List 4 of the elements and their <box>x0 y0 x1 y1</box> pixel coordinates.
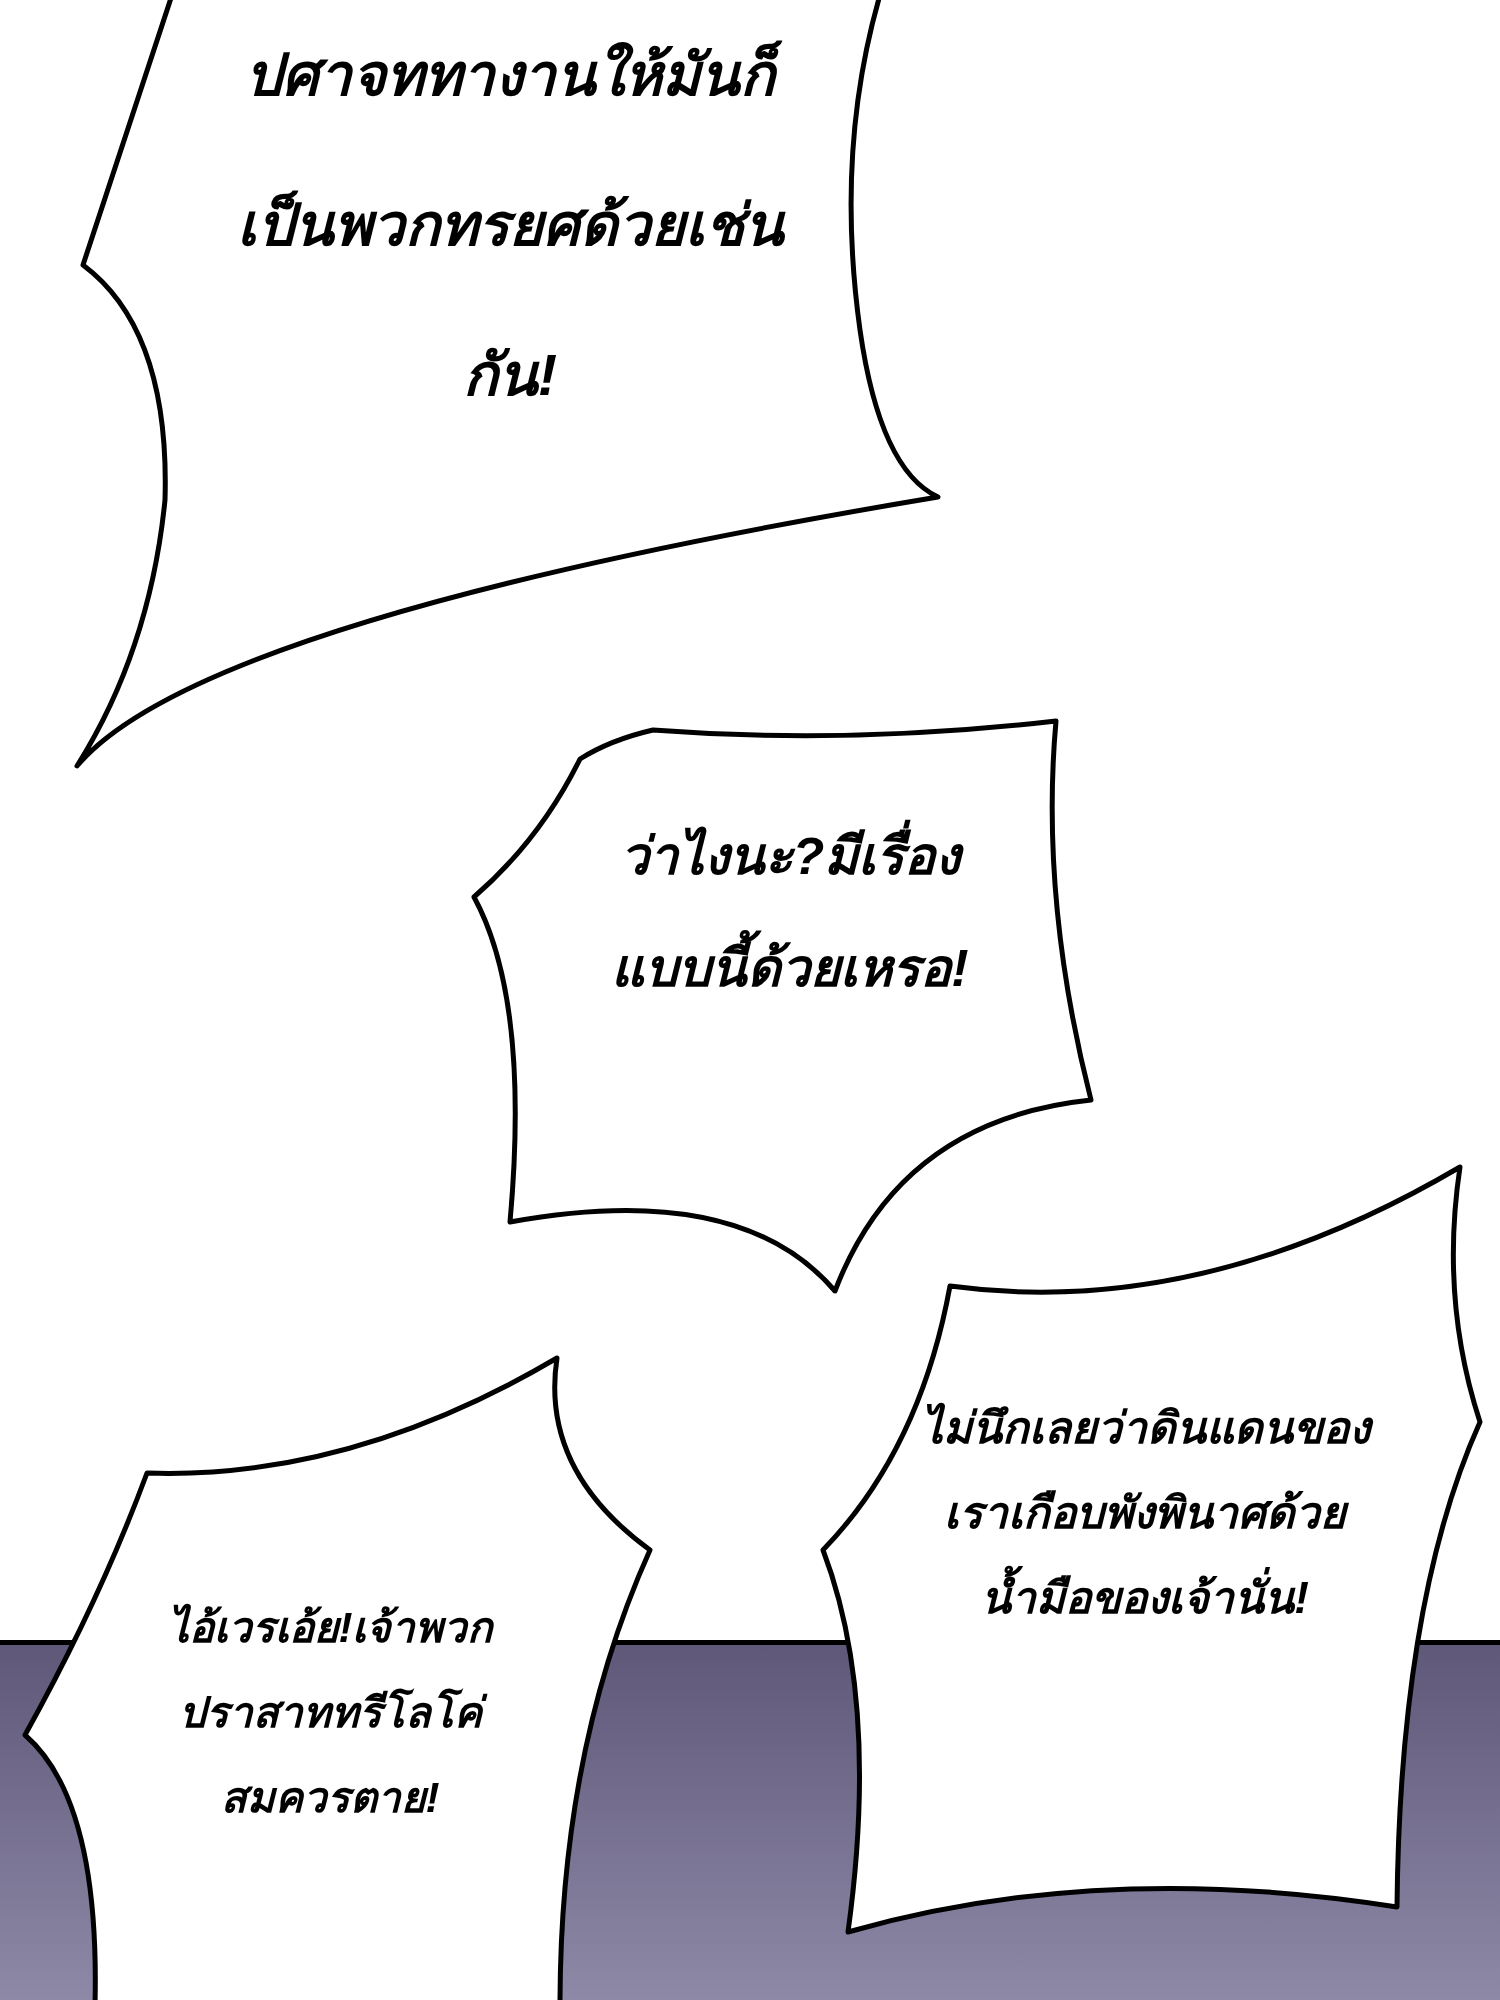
speech-text: ปศาจททางานให้มันก็เป็นพวกทรยศด้วยเช่นกัน! <box>235 39 787 409</box>
speech-text: ไม่นึกเลยว่าดินแดนของเราเกือบพังพินาศด้วยน้ำมือของเจ้านั่น! <box>915 1385 1375 1640</box>
speech-text: ไอ้เวรเอ้ย!เจ้าพวกปราสาททรีโลโค่สมควรตาย! <box>166 1602 495 1823</box>
speech-text: ว่าไงนะ?มีเรื่องแบบนี้ด้วยเหรอ! <box>590 800 990 1024</box>
